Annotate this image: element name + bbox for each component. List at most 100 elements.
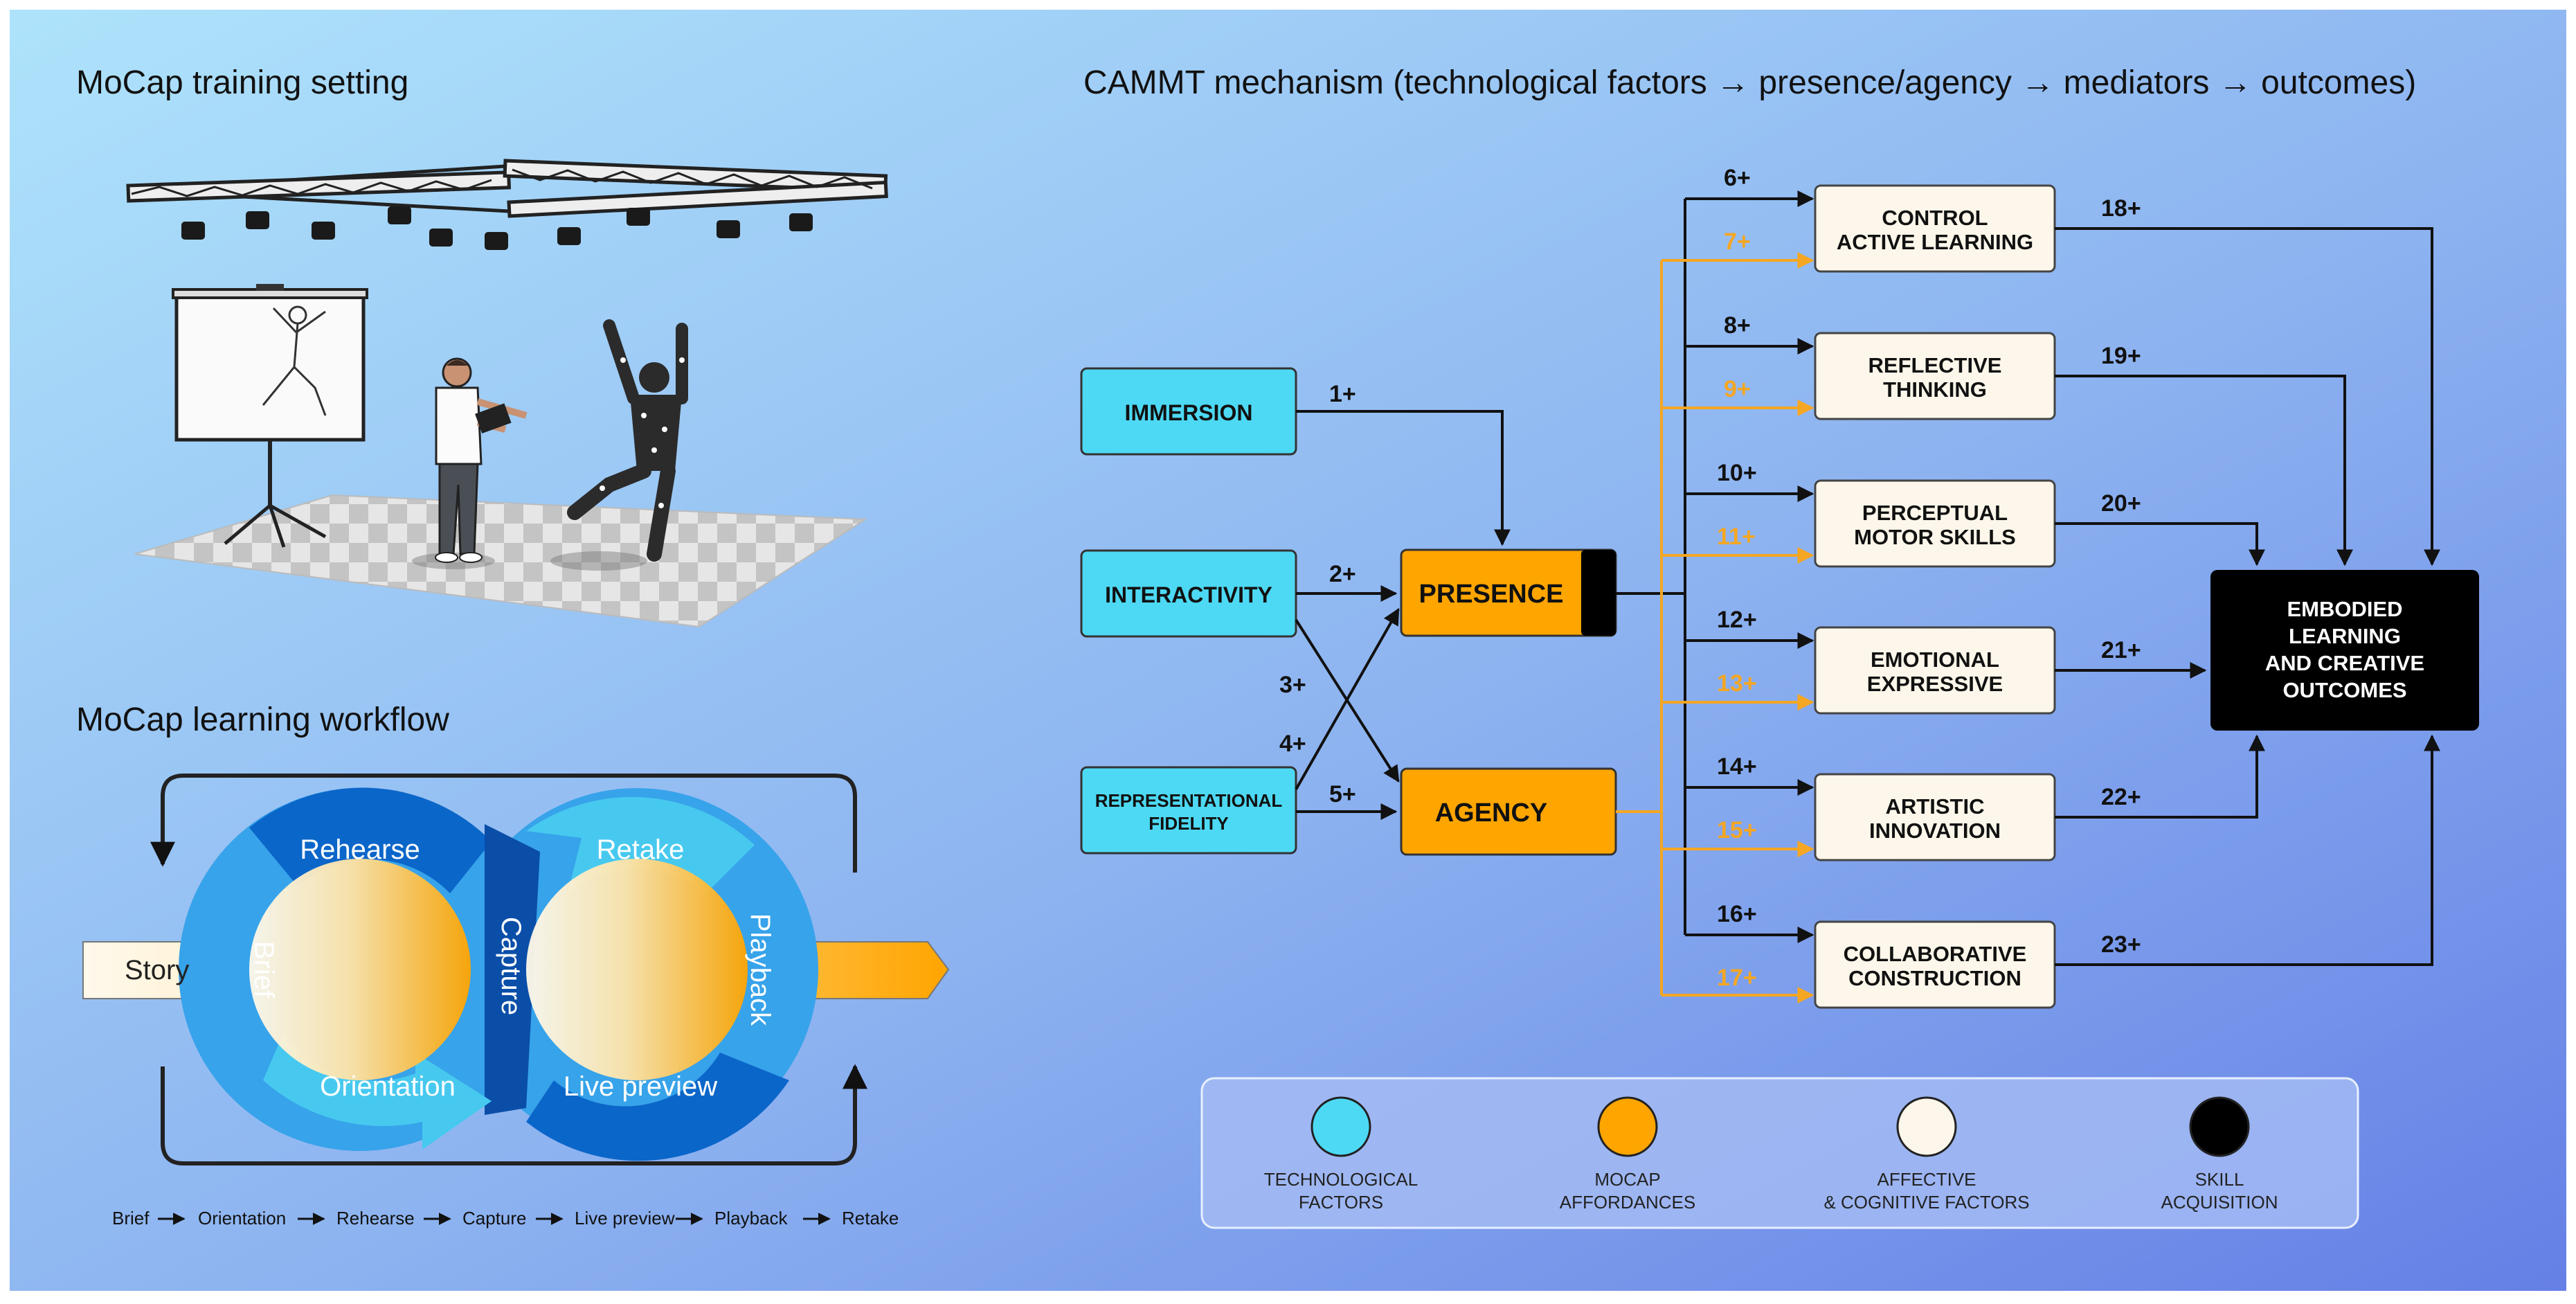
path-label: 13+ xyxy=(1717,670,1757,697)
path-label: 20+ xyxy=(2101,490,2141,517)
path-label-3: 3+ xyxy=(1279,672,1306,698)
mediator-label: ARTISTIC xyxy=(1886,794,1985,819)
path-label-2: 2+ xyxy=(1329,561,1356,587)
workflow-loop-arrows xyxy=(150,774,867,1165)
mediator-label: EXPRESSIVE xyxy=(1867,672,2003,696)
legend-label: AFFORDANCES xyxy=(1560,1192,1695,1213)
orientation-label: Orientation xyxy=(320,1071,456,1102)
path-label: 15+ xyxy=(1717,817,1757,843)
path-label: 10+ xyxy=(1717,460,1757,486)
path-labels-1-5: 1+ 2+ 3+ 4+ 5+ xyxy=(1279,381,1356,807)
rehearse-label: Rehearse xyxy=(300,834,420,865)
path-label: 16+ xyxy=(1717,901,1757,927)
retake-segment xyxy=(526,796,755,893)
mediator-label: CONSTRUCTION xyxy=(1848,966,2021,990)
live-preview-label: Live preview xyxy=(564,1071,717,1102)
seq-step: Orientation xyxy=(198,1208,286,1229)
mediator-to-outcome-arrows xyxy=(2055,227,2440,966)
story-label: Story xyxy=(125,955,189,985)
workflow-loop-diagram xyxy=(179,787,818,1161)
mediator-label: INNOVATION xyxy=(1869,819,2001,843)
seq-step: Live preview xyxy=(575,1208,675,1229)
path-label: 18+ xyxy=(2101,195,2141,222)
mocap-studio-illustration xyxy=(126,159,888,628)
path-label: 12+ xyxy=(1717,607,1757,633)
path-label: 22+ xyxy=(2101,784,2141,810)
seq-step: Rehearse xyxy=(336,1208,415,1229)
mediator-group xyxy=(1661,184,2056,1009)
seq-step: Retake xyxy=(842,1208,899,1229)
seq-step: Capture xyxy=(462,1208,527,1229)
path-label: 14+ xyxy=(1717,753,1757,780)
cammt-title: CAMMT mechanism (technological factors →… xyxy=(1083,64,2416,101)
mediator-label: EMOTIONAL xyxy=(1871,647,1999,672)
legend-label: AFFECTIVE xyxy=(1877,1169,1976,1190)
outcome-label: EMBODIED xyxy=(2287,597,2402,621)
mediator-label: ACTIVE LEARNING xyxy=(1837,230,2033,254)
legend-label: MOCAP xyxy=(1594,1169,1660,1190)
mediator-label: THINKING xyxy=(1883,377,1987,402)
path-label: 7+ xyxy=(1724,229,1751,255)
camera-lights xyxy=(181,206,813,250)
playback-label: Playback xyxy=(745,913,775,1026)
legend-label: ACQUISITION xyxy=(2161,1192,2278,1213)
tech-to-affordance-arrows xyxy=(1295,410,1511,820)
agency-trunk xyxy=(1616,260,1663,995)
path-label: 17+ xyxy=(1717,965,1757,991)
instructor-figure xyxy=(412,357,528,569)
orientation-segment xyxy=(263,1032,492,1150)
seq-step: Brief xyxy=(112,1208,150,1229)
legend-label: SKILL xyxy=(2195,1169,2244,1190)
legend-panel xyxy=(1200,1077,2359,1229)
live-preview-segment xyxy=(526,1053,789,1161)
outcome-label: AND CREATIVE xyxy=(2265,651,2424,675)
outcome-box xyxy=(2210,570,2479,731)
fidelity-label-line1: REPRESENTATIONAL xyxy=(1095,790,1283,811)
rehearse-segment xyxy=(249,787,492,893)
legend-swatch-affective xyxy=(1896,1096,1957,1157)
path-label: 11+ xyxy=(1717,524,1756,550)
path-label: 19+ xyxy=(2101,343,2141,369)
agency-label: AGENCY xyxy=(1435,798,1548,828)
checkered-floor xyxy=(134,494,868,628)
path-label: 8+ xyxy=(1724,312,1751,339)
workflow-title: MoCap learning workflow xyxy=(76,702,449,738)
capture-segment xyxy=(485,824,540,1115)
path-label-1: 1+ xyxy=(1329,381,1356,407)
immersion-label: IMMERSION xyxy=(1125,400,1253,425)
legend-swatch-affordances xyxy=(1597,1096,1658,1157)
path-label: 23+ xyxy=(2101,931,2141,958)
path-label: 6+ xyxy=(1724,165,1751,191)
legend-swatch-technological xyxy=(1310,1096,1371,1157)
mediator-label: MOTOR SKILLS xyxy=(1854,525,2016,549)
outcome-label: OUTCOMES xyxy=(2282,678,2406,702)
seq-step: Playback xyxy=(714,1208,788,1229)
legend-items: TECHNOLOGICAL FACTORS MOCAP AFFORDANCES … xyxy=(1264,1096,2278,1213)
projection-screen xyxy=(172,284,368,548)
path-label: 9+ xyxy=(1724,376,1751,402)
legend-swatch-skill xyxy=(2189,1096,2250,1157)
brief-label: Brief xyxy=(249,941,279,999)
mediator-label: PERCEPTUAL xyxy=(1862,501,2008,525)
workflow-sequence: Brief Orientation Rehearse Capture Live … xyxy=(112,1208,899,1229)
presence-skill-marker xyxy=(1581,550,1616,636)
mediator-label: REFLECTIVE xyxy=(1868,353,2002,377)
mediator-label: CONTROL xyxy=(1882,206,1988,230)
mediator-labels: CONTROL ACTIVE LEARNING REFLECTIVE THINK… xyxy=(1837,206,2033,990)
legend-label: FACTORS xyxy=(1299,1192,1383,1213)
path-labels-18-23: 18+ 19+ 20+ 21+ 22+ 23+ xyxy=(2101,195,2141,958)
interactivity-label: INTERACTIVITY xyxy=(1105,582,1272,607)
fidelity-label-line2: FIDELITY xyxy=(1149,813,1229,834)
performer-figure xyxy=(550,319,688,571)
setting-title: MoCap training setting xyxy=(76,64,408,101)
presence-label: PRESENCE xyxy=(1418,580,1563,609)
legend-label: & COGNITIVE FACTORS xyxy=(1823,1192,2029,1213)
mediator-label: COLLABORATIVE xyxy=(1844,942,2027,966)
outcome-label: LEARNING xyxy=(2289,624,2401,648)
legend-label: TECHNOLOGICAL xyxy=(1264,1169,1418,1190)
retake-label: Retake xyxy=(597,834,685,865)
path-label: 21+ xyxy=(2101,637,2141,663)
presence-trunk xyxy=(1616,199,1686,935)
